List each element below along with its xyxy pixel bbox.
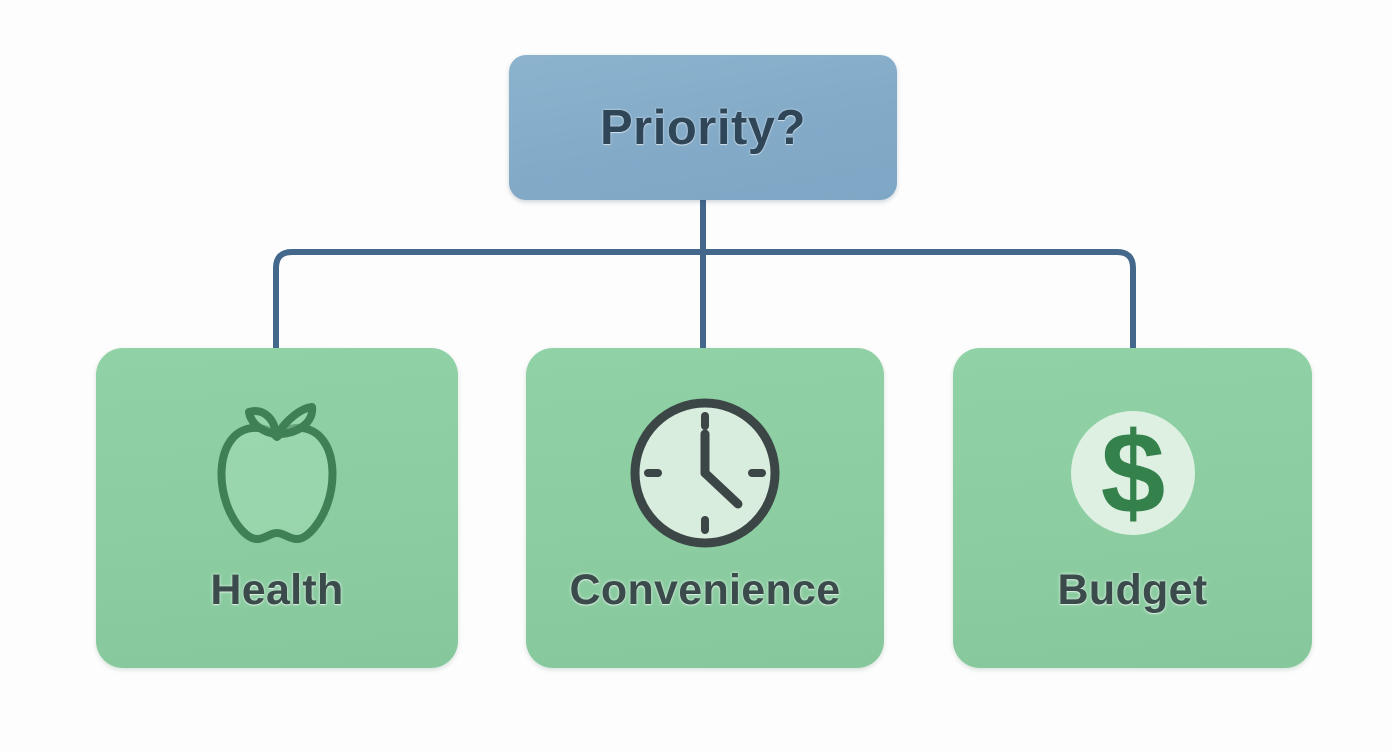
- connector-bus-left: [273, 249, 703, 350]
- apple-icon: [207, 384, 347, 562]
- root-node-label: Priority?: [600, 100, 806, 155]
- card-budget[interactable]: $ Budget: [953, 348, 1312, 668]
- card-health[interactable]: Health: [96, 348, 458, 668]
- dollar-icon: $: [1052, 384, 1214, 562]
- card-convenience[interactable]: Convenience: [526, 348, 884, 668]
- card-budget-label: Budget: [1057, 566, 1208, 614]
- card-health-label: Health: [210, 566, 344, 614]
- card-convenience-label: Convenience: [569, 566, 841, 614]
- svg-text:$: $: [1100, 408, 1165, 538]
- connector-bus-right: [703, 249, 1136, 350]
- root-node-priority[interactable]: Priority?: [509, 55, 897, 200]
- clock-icon: [624, 384, 786, 562]
